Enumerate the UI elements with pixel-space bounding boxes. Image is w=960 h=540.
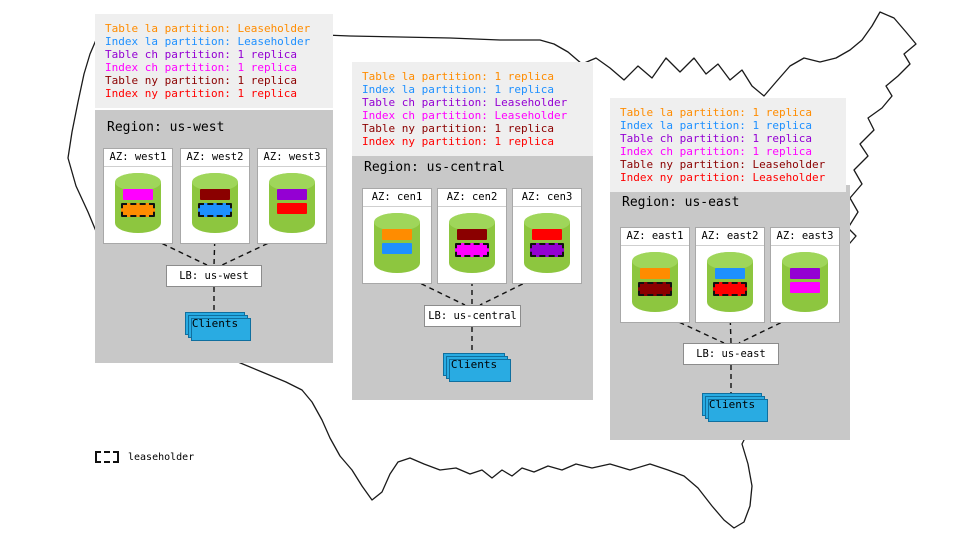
partition-bars [374,229,420,254]
annotation-line: Table ny partition: 1 replica [362,122,555,135]
region-us-west: Region: us-west AZ: west1 AZ: west2 AZ: … [95,110,333,363]
annotation-line: Index ny partition: Leaseholder [620,171,826,184]
az-box-cen2: AZ: cen2 [437,188,507,284]
partition-bar [382,243,412,254]
region-us-east: Region: us-east AZ: east1 AZ: east2 AZ: … [610,185,850,440]
database-cylinder-icon [192,173,238,233]
database-cylinder-icon [374,213,420,273]
legend: leaseholder [95,451,194,463]
annotation-line: Index la partition: Leaseholder [105,35,311,48]
partition-bars [269,189,315,214]
partition-bar [790,268,820,279]
legend-label: leaseholder [128,451,195,463]
clients-box: Clients [702,393,762,416]
database-cylinder-icon [524,213,570,273]
annotation-line: Table la partition: 1 replica [620,106,813,119]
partition-bar [277,203,307,214]
az-label: AZ: west1 [104,149,172,167]
az-box-east1: AZ: east1 [620,227,690,323]
clients-box: Clients [185,312,245,335]
annotation-line: Table la partition: 1 replica [362,70,555,83]
az-label: AZ: west2 [181,149,249,167]
annotation-line: Table ch partition: Leaseholder [362,96,568,109]
annotation-line: Table ch partition: 1 replica [105,48,298,61]
az-box-east3: AZ: east3 [770,227,840,323]
load-balancer-us-west: LB: us-west [166,265,262,287]
annotation-line: Table ch partition: 1 replica [620,132,813,145]
annotation-line: Index ch partition: Leaseholder [362,109,568,122]
annotation-line: Index ny partition: 1 replica [362,135,555,148]
partition-bar [790,282,820,293]
az-label: AZ: east3 [771,228,839,246]
annotation-line: Index ny partition: 1 replica [105,87,298,100]
partition-bar [532,229,562,240]
leaseholder-swatch-icon [95,451,119,463]
database-cylinder-icon [782,252,828,312]
region-title: Region: us-central [364,160,505,175]
partition-bar [123,189,153,200]
region-title: Region: us-west [107,120,225,135]
az-box-west2: AZ: west2 [180,148,250,244]
database-cylinder-icon [115,173,161,233]
az-box-west1: AZ: west1 [103,148,173,244]
partition-bar [277,189,307,200]
az-label: AZ: cen1 [363,189,431,207]
partition-bar [200,189,230,200]
database-cylinder-icon [269,173,315,233]
clients-box: Clients [443,353,505,376]
load-balancer-us-central: LB: us-central [424,305,521,327]
database-cylinder-icon [707,252,753,312]
partition-bar-leaseholder [638,282,672,296]
region-title: Region: us-east [622,195,740,210]
load-balancer-us-east: LB: us-east [683,343,779,365]
az-label: AZ: east2 [696,228,764,246]
partition-bar-leaseholder [198,203,232,217]
partition-bar-leaseholder [713,282,747,296]
annotation-line: Index la partition: 1 replica [620,119,813,132]
partition-bars [449,229,495,257]
annotation-line: Table ny partition: Leaseholder [620,158,826,171]
az-box-cen1: AZ: cen1 [362,188,432,284]
partition-bar-leaseholder [530,243,564,257]
region-us-central: Region: us-central AZ: cen1 AZ: cen2 AZ:… [352,150,593,400]
database-cylinder-icon [632,252,678,312]
az-box-east2: AZ: east2 [695,227,765,323]
annotation-line: Table ny partition: 1 replica [105,74,298,87]
partition-bar [640,268,670,279]
partition-bars [632,268,678,296]
annotation-line: Table la partition: Leaseholder [105,22,311,35]
az-label: AZ: west3 [258,149,326,167]
annotation-line: Index ch partition: 1 replica [105,61,298,74]
partition-bars [524,229,570,257]
annotation-line: Index la partition: 1 replica [362,83,555,96]
partition-bars [707,268,753,296]
partition-bar [715,268,745,279]
az-label: AZ: east1 [621,228,689,246]
database-cylinder-icon [449,213,495,273]
partition-bar [382,229,412,240]
partition-bars [115,189,161,217]
az-label: AZ: cen3 [513,189,581,207]
partition-bars [782,268,828,293]
az-box-west3: AZ: west3 [257,148,327,244]
az-label: AZ: cen2 [438,189,506,207]
annotation-line: Index ch partition: 1 replica [620,145,813,158]
partition-bars [192,189,238,217]
partition-bar [457,229,487,240]
partition-bar-leaseholder [121,203,155,217]
partition-bar-leaseholder [455,243,489,257]
az-box-cen3: AZ: cen3 [512,188,582,284]
